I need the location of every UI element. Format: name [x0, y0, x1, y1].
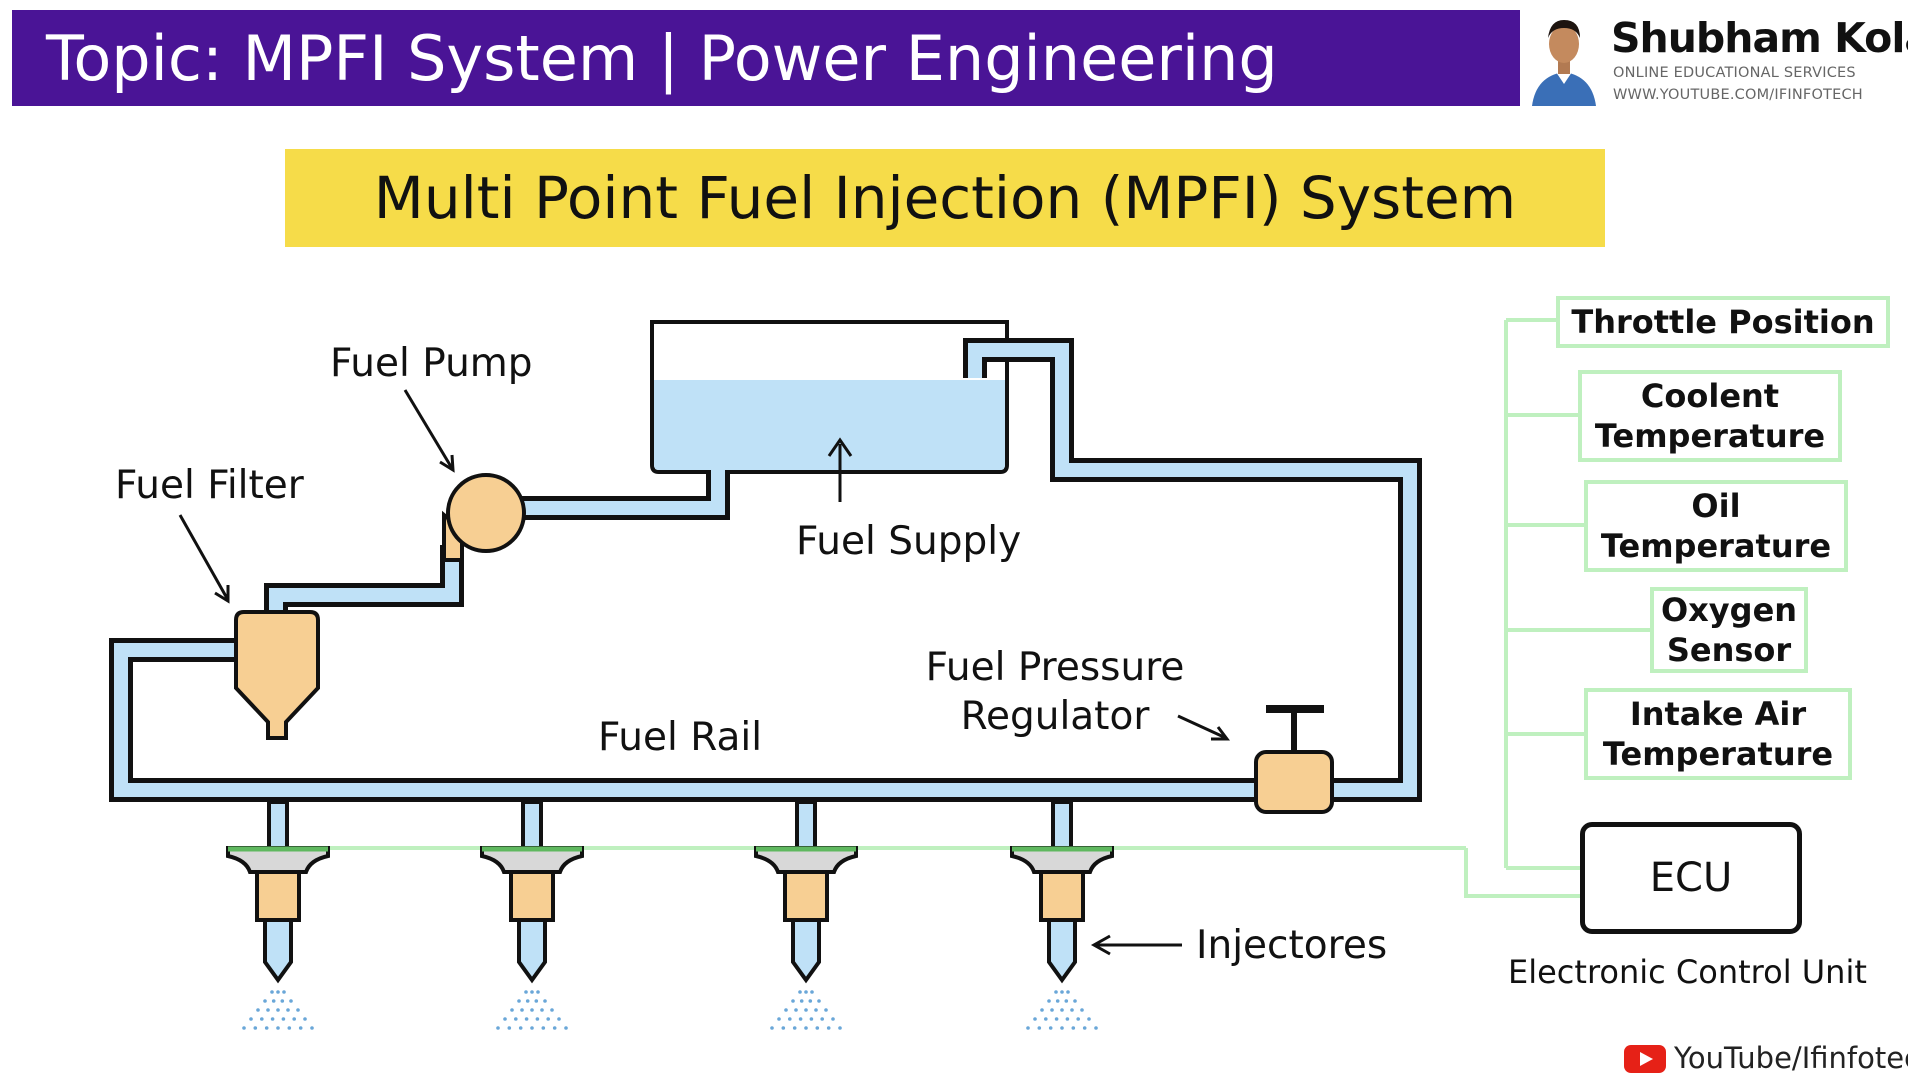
ecu-caption: Electronic Control Unit	[1508, 953, 1867, 991]
fuel-spray	[770, 990, 842, 1030]
fuel-spray	[242, 990, 314, 1030]
fuel-supply-label: Fuel Supply	[796, 519, 1022, 564]
brand-url: WWW.YOUTUBE.COM/IFINFOTECH	[1613, 87, 1863, 103]
topic-banner: Topic: MPFI System | Power Engineering	[12, 10, 1520, 106]
sensor-oil-temperature: Oil Temperature	[1584, 480, 1848, 572]
injectors	[226, 800, 1114, 1030]
signal-wiring	[268, 318, 1650, 898]
return-line	[963, 338, 1422, 802]
fpr-label-line1: Fuel Pressure	[925, 645, 1185, 690]
sensor-oxygen: Oxygen Sensor	[1650, 587, 1808, 673]
leader-arrows	[178, 389, 1230, 956]
sensor-label-line2: Temperature	[1602, 735, 1834, 773]
diagram-title-box: Multi Point Fuel Injection (MPFI) System	[285, 149, 1605, 247]
sensor-label: Throttle Position	[1571, 303, 1875, 341]
injector-icon	[1010, 800, 1114, 1030]
fuel-tank	[650, 320, 1009, 502]
brand-tagline: ONLINE EDUCATIONAL SERVICES	[1613, 65, 1856, 81]
sensor-label-line2: Temperature	[1594, 417, 1826, 455]
fuel-spray	[496, 990, 568, 1030]
fuel-pressure-regulator-icon	[1254, 705, 1334, 814]
fuel-pump-label: Fuel Pump	[330, 341, 533, 386]
brand-block: Shubham Kola ONLINE EDUCATIONAL SERVICES…	[1528, 6, 1908, 110]
fuel-pump-icon	[442, 473, 526, 562]
fuel-pressure-regulator-label: Fuel Pressure Regulator	[920, 644, 1190, 742]
ecu-label: ECU	[1649, 855, 1733, 901]
fuel-spray	[1026, 990, 1098, 1030]
youtube-channel: YouTube/Ifinfotech	[1624, 1041, 1908, 1077]
sensor-label-line2: Temperature	[1600, 527, 1832, 565]
fuel-filter-label: Fuel Filter	[115, 463, 304, 508]
injectors-label: Injectores	[1196, 923, 1388, 968]
youtube-icon	[1624, 1045, 1666, 1073]
injector-icon	[754, 800, 858, 1030]
sensor-label-line1: Oxygen	[1660, 591, 1798, 629]
brand-name: Shubham Kola	[1611, 14, 1908, 62]
ecu-box: ECU	[1580, 822, 1802, 934]
fpr-label-line2: Regulator	[960, 693, 1150, 739]
sensor-label-line1: Coolent	[1640, 377, 1780, 415]
diagram-title: Multi Point Fuel Injection (MPFI) System	[373, 164, 1517, 232]
presenter-avatar	[1528, 6, 1600, 106]
fuel-rail	[109, 638, 1262, 802]
injector-icon	[226, 800, 330, 1030]
sensor-label-line2: Sensor	[1666, 631, 1792, 669]
injector-icon	[480, 800, 584, 1030]
sensor-intake-air-temperature: Intake Air Temperature	[1584, 688, 1852, 780]
fuel-filter-icon	[234, 610, 320, 740]
sensor-coolent-temperature: Coolent Temperature	[1578, 370, 1842, 462]
sensor-label-line1: Oil	[1691, 487, 1741, 525]
sensor-throttle-position: Throttle Position	[1556, 296, 1890, 348]
topic-title: Topic: MPFI System | Power Engineering	[46, 21, 1278, 95]
fuel-rail-label: Fuel Rail	[598, 715, 763, 760]
youtube-channel-text: YouTube/Ifinfotech	[1674, 1041, 1908, 1075]
sensor-label-line1: Intake Air	[1629, 695, 1807, 733]
